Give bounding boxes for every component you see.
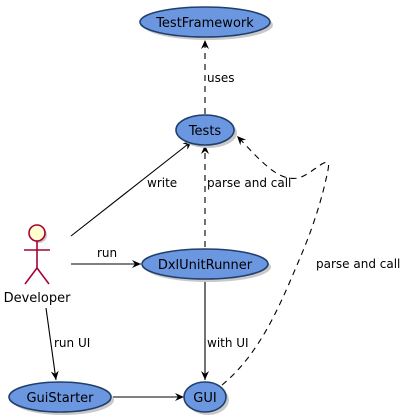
usecase-dxlunitrunner-label: DxlUnitRunner — [158, 258, 253, 273]
edge-label-run-ui: run UI — [54, 336, 90, 350]
usecase-gui[interactable]: GUI — [183, 381, 229, 415]
edge-developer-to-guistarter — [45, 307, 59, 381]
edge-developer-to-tests — [70, 140, 193, 237]
edge-label-with-ui: with UI — [207, 336, 249, 350]
edge-gui-to-tests — [221, 135, 330, 386]
usecase-dxlunitrunner[interactable]: DxlUnitRunner — [141, 248, 271, 282]
edge-label-uses: uses — [207, 71, 235, 85]
usecase-testframework-label: TestFramework — [155, 16, 254, 31]
usecase-tests-label: Tests — [188, 124, 222, 139]
actor-developer-label: Developer — [4, 291, 72, 306]
usecase-guistarter-label: GuiStarter — [26, 391, 94, 406]
edge-label-write: write — [147, 176, 177, 190]
usecase-testframework[interactable]: TestFramework — [139, 6, 273, 40]
stick-figure-icon — [24, 224, 50, 285]
edge-label-run: run — [97, 246, 117, 260]
usecase-tests[interactable]: Tests — [175, 114, 237, 148]
actor-developer[interactable]: Developer — [4, 224, 72, 306]
usecase-gui-label: GUI — [193, 391, 216, 406]
edge-label-parse-and-call-runner: parse and call — [207, 176, 291, 190]
edge-label-parse-and-call-gui: parse and call — [316, 257, 400, 271]
usecase-guistarter[interactable]: GuiStarter — [8, 381, 114, 415]
